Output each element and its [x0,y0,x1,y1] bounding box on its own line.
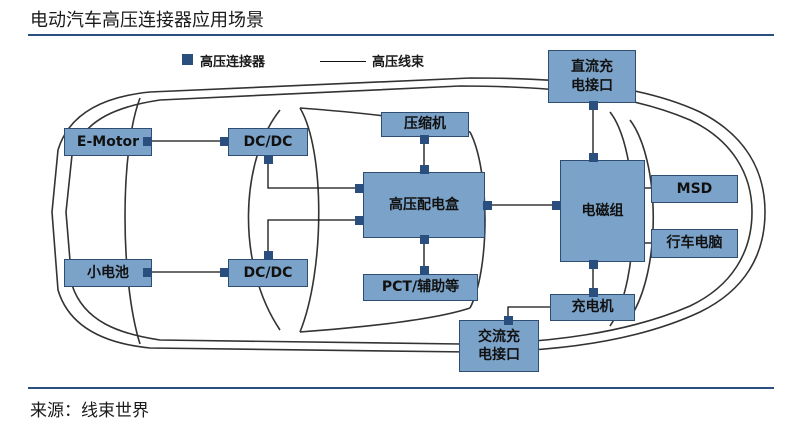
connector-pin [143,268,152,277]
charger-box: 充电机 [550,294,635,321]
e-motor-box: E-Motor [64,128,152,156]
connector-pin [355,216,364,225]
pct-aux-box: PCT/辅助等 [363,274,478,301]
connector-pin [589,288,598,297]
battery-pack-box: 电磁组 [560,160,645,262]
connector-pin [420,235,429,244]
connector-pin [552,201,561,210]
dcdc-bottom-box: DC/DC [228,259,308,287]
legend-harness-swatch [320,61,366,62]
connector-pin [220,137,229,146]
connector-pin [264,251,273,260]
pdu-box: 高压配电盒 [363,172,485,238]
vcu-box: 行车电脑 [651,229,738,258]
legend-harness-label: 高压线束 [372,55,425,70]
compressor-box: 压缩机 [381,112,469,137]
bottom-rule [28,387,774,389]
legend-connector-swatch [182,54,193,65]
connector-pin [483,201,492,210]
connector-pin [143,137,152,146]
dcdc-top-box: DC/DC [228,128,308,156]
diagram-title: 电动汽车高压连接器应用场景 [30,10,264,31]
source-caption: 来源：线束世界 [30,401,149,421]
connector-pin [420,266,429,275]
connector-pin [589,101,598,110]
connector-pin [420,165,429,174]
connector-pin [264,155,273,164]
connector-pin [420,135,429,144]
top-rule [28,34,774,36]
msd-box: MSD [651,175,738,203]
connector-pin [589,260,598,269]
legend-connector-label: 高压连接器 [200,55,266,70]
ac-charge-port-box: 交流充 电接口 [459,320,539,372]
connector-pin [504,316,513,325]
small-battery-box: 小电池 [64,259,152,287]
connector-pin [589,153,598,162]
connector-pin [355,184,364,193]
connector-pin [220,268,229,277]
dc-charge-port-box: 直流充 电接口 [548,50,636,103]
